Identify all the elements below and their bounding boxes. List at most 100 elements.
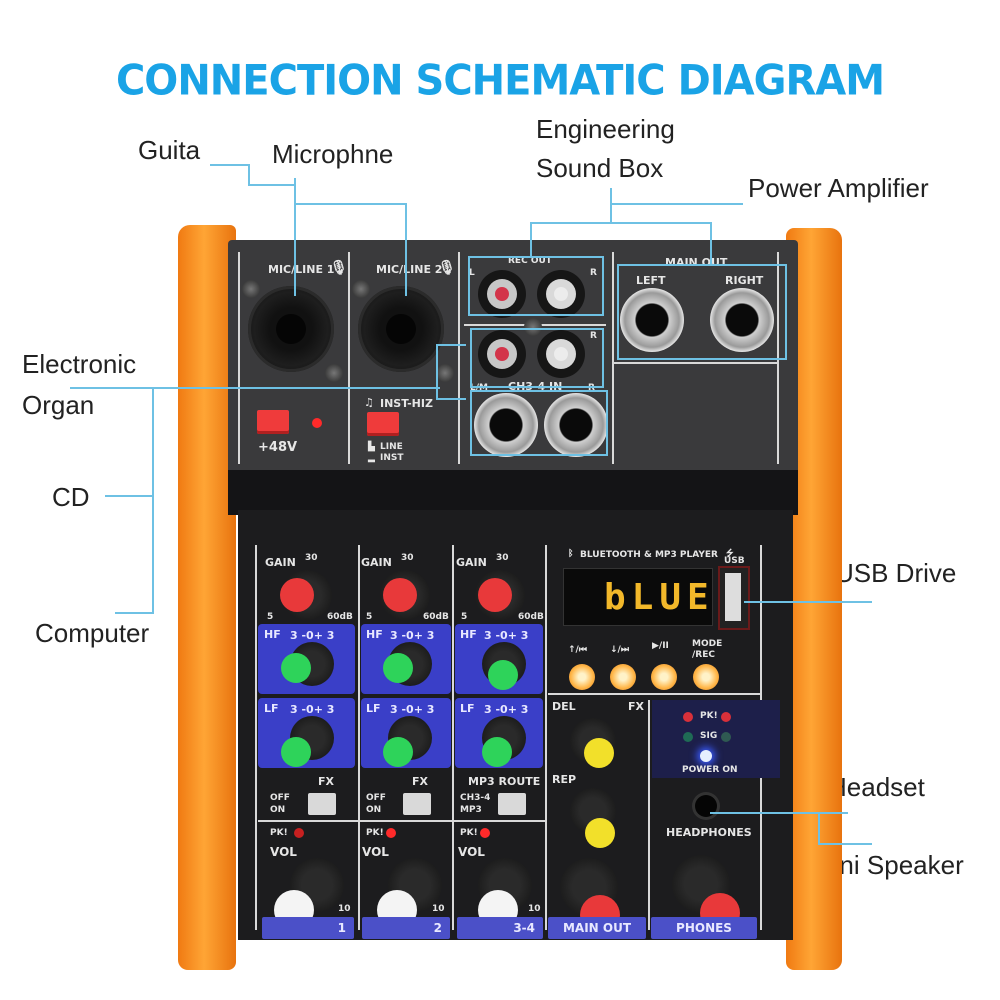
ch2-gain-label: GAIN bbox=[361, 556, 392, 569]
power-amplifier-leader bbox=[610, 203, 743, 205]
divider bbox=[458, 252, 460, 464]
mode-rec-button[interactable] bbox=[693, 664, 719, 690]
prev-button-label: ↑/⏮ bbox=[568, 645, 587, 655]
screw bbox=[436, 364, 454, 382]
main-out-right-jack[interactable] bbox=[710, 288, 774, 352]
ch2-gain-min: 5 bbox=[366, 612, 373, 622]
divider bbox=[612, 252, 614, 464]
screw bbox=[524, 318, 542, 336]
rec-out-left-label: L bbox=[469, 268, 475, 278]
mini-speaker-leader bbox=[818, 843, 872, 845]
line-inst-switch[interactable] bbox=[367, 412, 399, 436]
ch1-lf-cap bbox=[281, 737, 311, 767]
callout-microphone: Microphne bbox=[272, 139, 394, 169]
ch2-hf-scale: 3 -0+ 3 bbox=[390, 629, 435, 642]
peak-led-left bbox=[683, 712, 693, 722]
fx-del-label: DEL bbox=[552, 700, 576, 713]
mic-line-2-combo-jack[interactable] bbox=[358, 286, 444, 372]
ch2-vol-max: 10 bbox=[432, 904, 445, 914]
ch34-left-jack[interactable] bbox=[474, 393, 538, 457]
sound-box-leader bbox=[530, 222, 712, 224]
ch1-hf-cap bbox=[281, 653, 311, 683]
screw bbox=[352, 280, 370, 298]
player-display-text: bLUE bbox=[604, 577, 715, 618]
rec-out-label: REC OUT bbox=[508, 256, 552, 266]
power-led bbox=[700, 750, 712, 762]
switch-down-icon: ▂ bbox=[368, 453, 375, 463]
ch2-pk-label: PK! bbox=[366, 828, 384, 838]
ch34-right-rca[interactable] bbox=[537, 330, 585, 378]
fx-delay-cap bbox=[584, 738, 614, 768]
ch2-peak-led bbox=[386, 828, 396, 838]
ch34-vol-max: 10 bbox=[528, 904, 541, 914]
ch1-fx-switch[interactable] bbox=[308, 793, 336, 815]
ch2-fx-switch[interactable] bbox=[403, 793, 431, 815]
mic-line-1-combo-jack[interactable] bbox=[248, 286, 334, 372]
ch34-jack-highlight bbox=[470, 390, 608, 456]
headphones-jack[interactable] bbox=[695, 795, 717, 817]
ch34-lf-scale: 3 -0+ 3 bbox=[484, 703, 529, 716]
power-amplifier-leader bbox=[710, 222, 712, 266]
ch2-gain-mid: 30 bbox=[401, 553, 414, 563]
next-button[interactable] bbox=[610, 664, 636, 690]
sig-label: SIG bbox=[700, 731, 718, 741]
rec-out-left-rca[interactable] bbox=[478, 270, 526, 318]
ch34-right-jack[interactable] bbox=[544, 393, 608, 457]
callout-headset: Headset bbox=[828, 772, 925, 802]
indicator-panel bbox=[652, 700, 780, 778]
ch2-lf-cap bbox=[383, 737, 413, 767]
play-pause-button-label: ▶/II bbox=[652, 641, 669, 651]
phantom-48v-button[interactable] bbox=[257, 410, 289, 434]
ch1-gain-label: GAIN bbox=[265, 556, 296, 569]
ch1-gain-min: 5 bbox=[267, 612, 274, 622]
usb-icon: ⭍ bbox=[726, 549, 734, 559]
phantom-led bbox=[312, 418, 322, 428]
rec-out-right-label: R bbox=[590, 268, 597, 278]
main-out-right-label: RIGHT bbox=[725, 274, 764, 287]
mp3-route-mp3: MP3 bbox=[460, 805, 482, 815]
rec-out-highlight bbox=[468, 256, 604, 316]
prev-button[interactable] bbox=[569, 664, 595, 690]
ch34-gain-cap bbox=[478, 578, 512, 612]
ch1-lf-label: LF bbox=[264, 702, 279, 715]
mode-rec-button-label: MODE /REC bbox=[692, 639, 723, 660]
ch1-gain-cap bbox=[280, 578, 314, 612]
ch34-lf-label: LF bbox=[460, 702, 475, 715]
play-pause-button[interactable] bbox=[651, 664, 677, 690]
callout-engineering-sound-box-line1: Engineering bbox=[536, 114, 675, 144]
divider bbox=[358, 545, 360, 930]
divider bbox=[648, 700, 650, 930]
headphones-label: HEADPHONES bbox=[666, 826, 752, 839]
guitar-leader bbox=[248, 164, 250, 185]
computer-leader bbox=[115, 612, 154, 614]
peak-led-right bbox=[721, 712, 731, 722]
ch34-gain-max: 60dB bbox=[518, 612, 544, 622]
rec-out-right-rca[interactable] bbox=[537, 270, 585, 318]
ch34-left-rca[interactable] bbox=[478, 330, 526, 378]
ch34-lm-label: L/M bbox=[470, 383, 488, 393]
ch1-lf-scale: 3 -0+ 3 bbox=[290, 703, 335, 716]
next-button-label: ↓/⏭ bbox=[610, 645, 629, 655]
ch34-gain-label: GAIN bbox=[456, 556, 487, 569]
sound-box-leader bbox=[530, 222, 532, 258]
ch2-gain-max: 60dB bbox=[423, 612, 449, 622]
ch1-fx-off: OFF bbox=[270, 793, 290, 803]
ch34-vol-label: VOL bbox=[458, 845, 485, 859]
ch1-peak-led bbox=[294, 828, 304, 838]
usb-port[interactable] bbox=[718, 566, 750, 630]
ch1-vol-label: VOL bbox=[270, 845, 297, 859]
bluetooth-icon: ᛒ bbox=[568, 549, 574, 559]
main-out-left-jack[interactable] bbox=[620, 288, 684, 352]
microphone-icon: 🎙 bbox=[330, 260, 348, 276]
ch1-fx-on: ON bbox=[270, 805, 286, 815]
callout-cd: CD bbox=[52, 482, 90, 512]
ch1-hf-label: HF bbox=[264, 628, 281, 641]
mp3-route-switch[interactable] bbox=[498, 793, 526, 815]
line-label: LINE bbox=[380, 442, 403, 452]
fx-rep-label: REP bbox=[552, 773, 577, 786]
microphone-leader bbox=[294, 178, 296, 296]
ch34-strip-label: 3-4 bbox=[457, 917, 543, 939]
screw bbox=[242, 280, 260, 298]
ch34-peak-led bbox=[480, 828, 490, 838]
fx-repeat-cap bbox=[585, 818, 615, 848]
